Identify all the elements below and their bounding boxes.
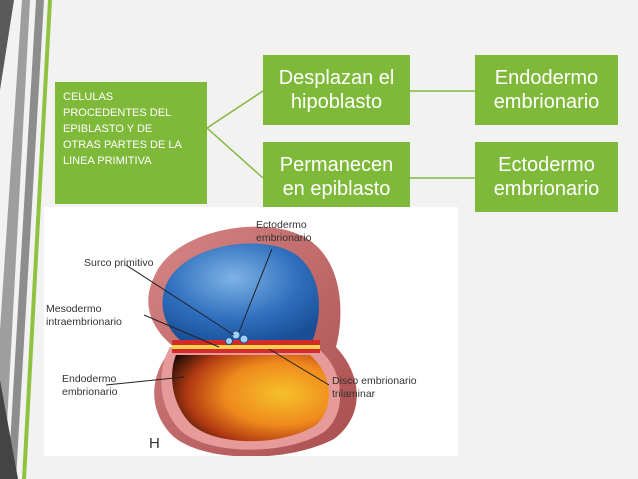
- branch-top-line-1: Desplazan el: [278, 67, 395, 89]
- label-mesoderm: Mesodermo intraembrionario: [46, 303, 122, 328]
- branch-top-line-2: hipoblasto: [290, 91, 383, 113]
- panel-letter: H: [149, 435, 160, 452]
- source-line-3: EPIBLASTO Y DE: [63, 122, 153, 135]
- result-endoderm-box: Endodermo embrionario: [475, 55, 618, 125]
- branch-bottom-line-2: en epiblasto: [282, 178, 391, 200]
- result-bottom-line-2: embrionario: [493, 178, 600, 200]
- result-top-line-2: embrionario: [493, 91, 600, 113]
- embryo-figure: Ectodermo embrionario Surco primitivo Me…: [44, 207, 458, 456]
- branch-bottom-line-1: Permanecen: [279, 154, 394, 176]
- label-endoderm: Endodermo embrionario: [62, 373, 118, 398]
- result-top-line-1: Endodermo: [494, 67, 599, 89]
- result-bottom-line-1: Ectodermo: [498, 154, 595, 176]
- source-line-4: OTRAS PARTES DE LA: [63, 138, 182, 151]
- source-cells-box: CELULAS PROCEDENTES DEL EPIBLASTO Y DE O…: [55, 82, 207, 204]
- label-primitive-streak: Surco primitivo: [84, 257, 154, 269]
- branch-remain-epiblast-box: Permanecen en epiblasto: [263, 142, 410, 212]
- source-line-5: LINEA PRIMITIVA: [63, 154, 152, 167]
- decorative-stripes: [0, 0, 52, 479]
- label-ectoderm: Ectodermo embrionario: [256, 219, 312, 244]
- result-ectoderm-box: Ectodermo embrionario: [475, 142, 618, 212]
- embryo-illustration: [105, 226, 357, 456]
- label-trilaminar-disc: Disco embrionario trilaminar: [332, 375, 417, 400]
- branch-displace-hypoblast-box: Desplazan el hipoblasto: [263, 55, 410, 125]
- source-line-1: CELULAS: [63, 91, 114, 103]
- source-line-2: PROCEDENTES DEL: [63, 106, 172, 119]
